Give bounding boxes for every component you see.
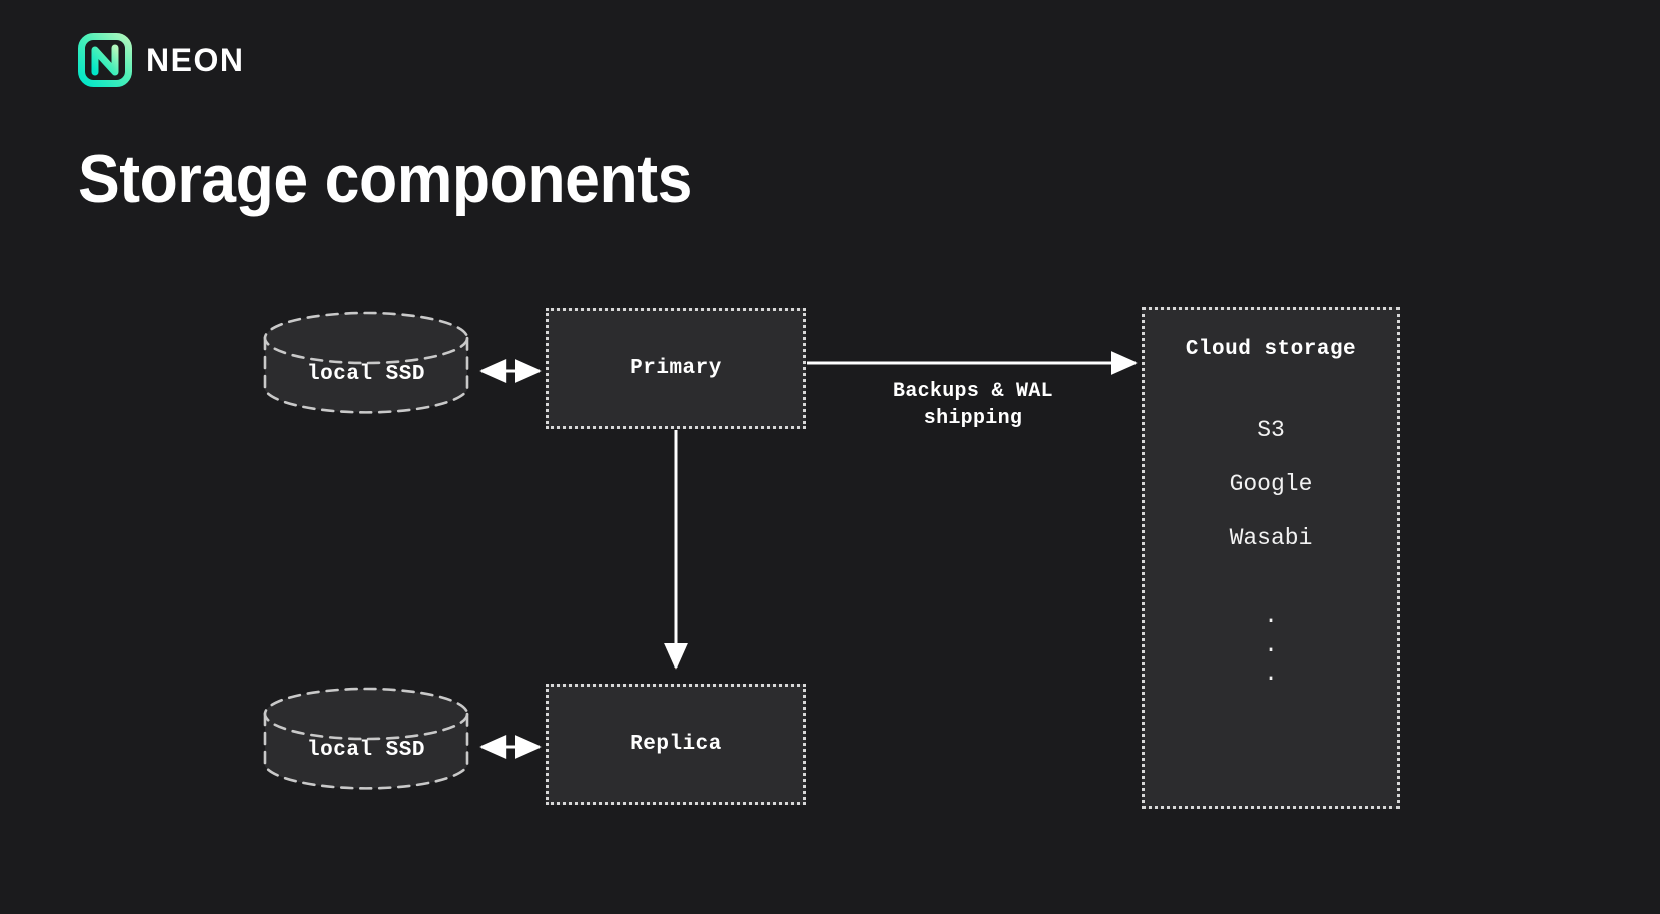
node-replica[interactable]: Replica [546,684,806,805]
brand-logo: NEON [78,33,244,87]
node-primary[interactable]: Primary [546,308,806,429]
neon-logo-icon [78,33,132,87]
brand-name: NEON [146,42,245,78]
node-label: local SSD [307,739,425,762]
cloud-provider-item: Wasabi [1229,525,1313,552]
node-label: Cloud storage [1185,338,1357,361]
cloud-provider-item: S3 [1257,417,1285,443]
node-local-ssd-replica[interactable]: local SSD [264,686,468,792]
node-label: Primary [630,357,722,380]
node-cloud-storage[interactable]: Cloud storage S3 Google Wasabi . . . [1142,307,1400,809]
node-label: local SSD [307,363,425,386]
cloud-provider-ellipsis-dot: . [1264,661,1278,688]
node-local-ssd-primary[interactable]: local SSD [264,310,468,416]
cloud-provider-ellipsis-dot: . [1264,632,1278,659]
node-label: Replica [630,733,722,756]
page-title: Storage components [78,141,692,217]
cloud-provider-ellipsis-dot: . [1264,603,1278,630]
cloud-provider-item: Google [1229,471,1313,498]
edge-label-backups-wal: Backups & WAL shipping [893,380,1053,430]
